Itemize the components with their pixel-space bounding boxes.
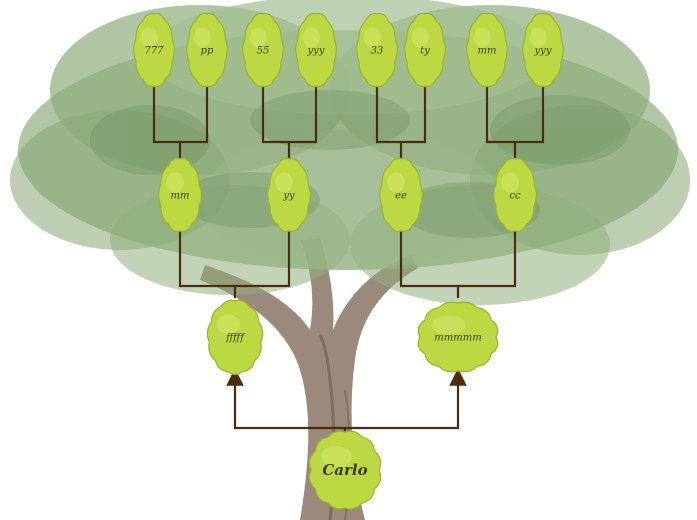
root-arrow-right — [345, 368, 467, 430]
great-grandparent-7: mm — [466, 12, 508, 88]
parent-left-label: fffff — [225, 333, 246, 344]
great-grandparent-2: pp — [186, 12, 228, 88]
grandparent-4-label: cc — [509, 191, 521, 202]
grandparent-1: mm — [158, 157, 202, 233]
great-grandparent-4-leaf-highlight — [302, 27, 320, 48]
parent-right: mmmmm — [417, 301, 499, 373]
grandparent-3-leaf-highlight — [387, 172, 405, 193]
great-grandparent-7-label: mm — [478, 46, 497, 57]
grandparent-2-label: yy — [282, 191, 295, 202]
great-grandparent-7-leaf-highlight — [473, 27, 491, 48]
great-grandparent-6-leaf-highlight — [411, 27, 429, 48]
great-grandparent-1-leaf-highlight — [140, 27, 158, 48]
great-grandparent-1: 777 — [133, 12, 175, 88]
great-grandparent-6-label: ty — [420, 46, 430, 57]
connector-lines — [152, 87, 545, 432]
grandparent-3-label: ee — [395, 191, 407, 202]
root-person: Carlo — [308, 430, 382, 510]
root-arrow-left — [226, 368, 347, 432]
great-grandparent-5-leaf-highlight — [363, 27, 381, 48]
great-grandparent-2-label: pp — [201, 46, 214, 57]
grandparent-1-leaf-highlight — [166, 172, 184, 193]
great-grandparent-1-label: 777 — [144, 46, 164, 57]
grandparent-4: cc — [493, 157, 537, 233]
parent-left: fffff — [206, 299, 264, 375]
parent-right-leaf-highlight — [431, 315, 466, 335]
great-grandparent-8-leaf-highlight — [529, 27, 547, 48]
great-grandparent-8-label: yyy — [534, 46, 552, 57]
great-grandparent-4-label: yyy — [307, 46, 325, 57]
grandparent-2: yy — [267, 157, 311, 233]
great-grandparent-5-label: 33 — [371, 46, 384, 57]
great-grandparent-4: yyy — [295, 12, 337, 88]
great-grandparent-3-leaf-highlight — [249, 27, 267, 48]
root-person-label: Carlo — [322, 461, 367, 479]
great-grandparent-5: 33 — [356, 12, 398, 88]
grandparent-1-label: mm — [171, 191, 190, 202]
grandparent-4-leaf-highlight — [501, 172, 519, 193]
great-grandparent-3: 55 — [242, 12, 284, 88]
parent-right-label: mmmmm — [434, 333, 481, 344]
great-grandparent-8: yyy — [522, 12, 564, 88]
grandparent-3: ee — [379, 157, 423, 233]
great-grandparent-2-leaf-highlight — [193, 27, 211, 48]
great-grandparent-3-label: 55 — [257, 46, 270, 57]
parent-left-leaf-highlight — [216, 314, 241, 335]
root-person-leaf-highlight — [321, 446, 352, 468]
great-grandparent-6: ty — [404, 12, 446, 88]
grandparent-2-leaf-highlight — [275, 172, 293, 193]
family-nodes: 777 pp 55 yyy 33 ty mm yyy mm yy ee cc fffff mmmmmCar… — [133, 12, 564, 510]
